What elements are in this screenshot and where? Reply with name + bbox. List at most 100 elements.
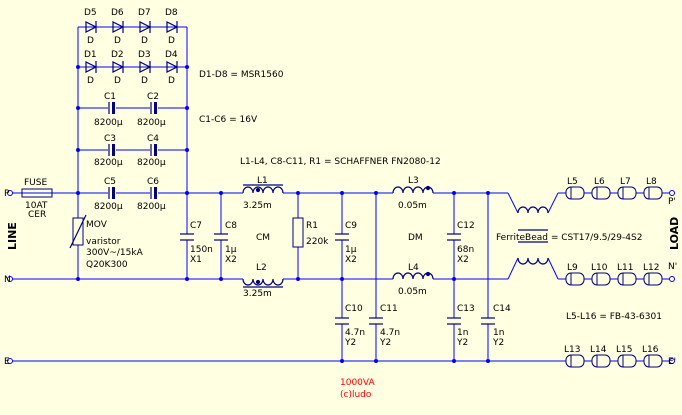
capacitor-c6 <box>142 187 163 199</box>
bead-l5 <box>565 186 585 200</box>
labels: D5 D D6 D D7 D D8 D D1 D D2 D D3 D D4 D … <box>4 8 681 400</box>
capacitor-c5 <box>100 187 121 199</box>
value-c13: 1n <box>457 328 468 338</box>
value-r1: 220k <box>306 237 329 247</box>
value-fuse-1: 10AT <box>25 201 48 211</box>
capacitor-c14 <box>481 317 495 325</box>
bead-l6 <box>591 186 611 200</box>
label-l6: L6 <box>594 177 605 187</box>
class-c13: Y2 <box>456 338 468 348</box>
label-c2: C2 <box>147 92 159 102</box>
note-schaffner: L1-L4, C8-C11, R1 = SCHAFFNER FN2080-12 <box>240 157 441 167</box>
label-l7: L7 <box>620 177 631 187</box>
junction-dots <box>76 65 490 363</box>
value-c14: 1n <box>493 328 504 338</box>
class-c14: Y2 <box>492 338 504 348</box>
note-diodes: D1-D8 = MSR1560 <box>199 70 284 80</box>
diode-d2 <box>112 61 125 73</box>
value-fuse-2: CER <box>28 210 46 220</box>
label-l13: L13 <box>564 345 580 355</box>
author-credit: (c)ludo <box>340 390 372 400</box>
value-c4: 8200µ <box>137 158 166 168</box>
mov-line-2: 300V~/15kA <box>86 248 144 258</box>
label-d2: D2 <box>111 50 124 60</box>
bead-l15 <box>617 354 637 368</box>
bead-l10 <box>591 272 611 286</box>
value-c9: 1µ <box>345 245 357 255</box>
label-l1: L1 <box>257 176 268 186</box>
class-c8: X2 <box>225 255 237 265</box>
class-c9: X2 <box>345 255 357 265</box>
label-d3: D3 <box>138 50 151 60</box>
label-l15: L15 <box>616 345 632 355</box>
note-caps: C1-C6 = 16V <box>199 115 258 125</box>
label-l11: L11 <box>617 263 633 273</box>
label-l12: L12 <box>643 263 659 273</box>
value-c11: 4.7n <box>380 328 400 338</box>
value-c1: 8200µ <box>94 118 123 128</box>
value-c3: 8200µ <box>94 158 123 168</box>
capacitor-c7 <box>180 233 194 241</box>
capacitor-c2 <box>142 102 163 114</box>
label-l16: L16 <box>642 345 659 355</box>
fuse <box>21 188 53 198</box>
label-fuse: FUSE <box>24 178 47 188</box>
label-c14: C14 <box>493 304 511 314</box>
capacitor-c1 <box>100 102 121 114</box>
varistor-mov <box>69 214 87 249</box>
node-e-out: E' <box>668 357 676 367</box>
value-d6: D <box>114 36 121 46</box>
capacitor-c8 <box>214 233 228 241</box>
label-l14: L14 <box>590 345 607 355</box>
bead-l13 <box>565 354 585 368</box>
inductors <box>242 184 434 288</box>
label-d8: D8 <box>165 8 178 18</box>
bead-l16 <box>643 354 663 368</box>
bead-l7 <box>617 186 637 200</box>
diode-d8 <box>166 21 179 33</box>
label-c3: C3 <box>104 134 116 144</box>
value-l2: 3.25m <box>243 289 272 299</box>
label-l8: L8 <box>646 177 657 187</box>
value-c2: 8200µ <box>137 118 166 128</box>
resistor-r1 <box>292 217 304 248</box>
mov-line-3: Q20K300 <box>86 260 128 270</box>
class-c10: Y2 <box>344 338 356 348</box>
diode-array <box>85 21 179 73</box>
value-d4: D <box>168 76 175 86</box>
value-d3: D <box>141 76 148 86</box>
node-e: E <box>4 357 10 367</box>
label-c11: C11 <box>380 304 398 314</box>
value-l3: 0.05m <box>398 201 427 211</box>
inductor-l2 <box>242 278 284 288</box>
value-c8: 1µ <box>225 245 237 255</box>
label-l4: L4 <box>408 263 419 273</box>
terminals <box>7 190 675 364</box>
label-l3: L3 <box>408 176 419 186</box>
diode-d5 <box>85 21 98 33</box>
capacitor-c12 <box>447 233 461 241</box>
ferrite-bead-choke <box>517 206 549 265</box>
value-c7: 150n <box>190 245 213 255</box>
label-d6: D6 <box>111 8 124 18</box>
value-l4: 0.05m <box>398 287 427 297</box>
label-d5: D5 <box>84 8 97 18</box>
class-c7: X1 <box>190 255 202 265</box>
label-dm: DM <box>408 233 423 243</box>
label-mov: MOV <box>86 220 108 230</box>
label-cm: CM <box>256 233 270 243</box>
diode-d4 <box>166 61 179 73</box>
film-capacitors <box>180 233 495 325</box>
diode-d6 <box>112 21 125 33</box>
value-d5: D <box>87 36 94 46</box>
inductor-l4 <box>392 271 434 280</box>
bead-l8 <box>643 186 663 200</box>
label-c4: C4 <box>147 134 159 144</box>
value-c10: 4.7n <box>345 328 365 338</box>
diode-d1 <box>85 61 98 73</box>
side-label-line: LINE <box>6 222 19 250</box>
node-p-out: P' <box>668 197 676 207</box>
capacitor-c9 <box>335 233 349 241</box>
value-d1: D <box>87 76 94 86</box>
value-d7: D <box>141 36 148 46</box>
